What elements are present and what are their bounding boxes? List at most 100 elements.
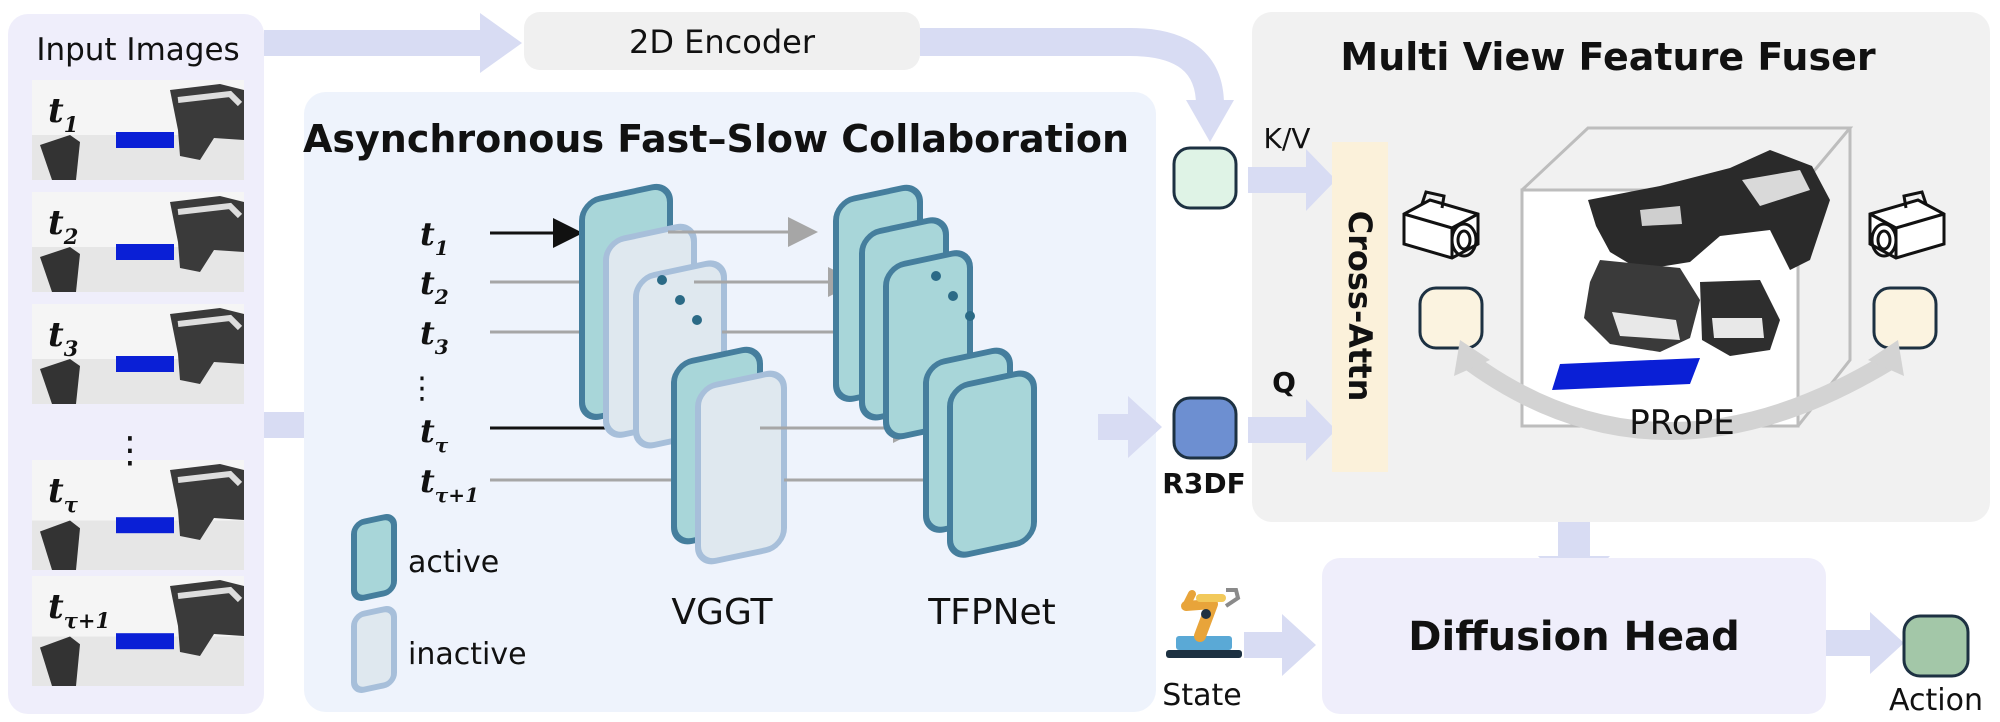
- tfpnet-dot: [965, 311, 975, 321]
- robot-arm-highlight: [177, 314, 243, 331]
- time-label-base: t: [420, 215, 435, 253]
- frame-time-label: tτ+1: [48, 587, 110, 633]
- camera-right-icon: [1868, 190, 1946, 260]
- action-token: [1902, 614, 1970, 678]
- camera-left-token: [1418, 286, 1484, 350]
- tfpnet-layer: [947, 370, 1037, 558]
- robot-arm-highlight: [177, 470, 243, 487]
- input-frame: [32, 80, 244, 180]
- frame-time-label-base: t: [48, 471, 64, 511]
- arrow-state-to-diffusion: [1244, 614, 1316, 676]
- frame-time-label-base: t: [48, 203, 64, 243]
- r3df-label: R3DF: [1162, 467, 1245, 500]
- r3df-token: [1172, 396, 1238, 460]
- time-label: tτ+1: [420, 462, 479, 507]
- frame-time-label-base: t: [48, 587, 64, 627]
- blue-mat: [116, 132, 174, 148]
- input-frame: [32, 192, 244, 292]
- tfpnet-dot: [948, 291, 958, 301]
- input-frame: [32, 304, 244, 404]
- arrow-diffusion-to-action: [1826, 612, 1904, 674]
- frame-time-label-subscript: τ: [64, 492, 79, 517]
- robot-arm: [170, 196, 244, 272]
- blue-mat: [116, 517, 174, 534]
- blue-mat: [116, 244, 174, 260]
- robot-gripper-left: [40, 359, 80, 404]
- legend-active-label: active: [408, 545, 499, 580]
- robot-arm-highlight: [177, 90, 243, 107]
- robot-arm: [170, 464, 244, 540]
- robot-gripper-left: [40, 636, 80, 686]
- encoder-label: 2D Encoder: [629, 23, 816, 61]
- frame-time-label: t3: [48, 315, 78, 361]
- robot-gripper-left: [40, 135, 80, 180]
- encoder-box: [524, 12, 920, 70]
- frame-time-label-subscript: τ+1: [64, 608, 110, 633]
- point-cloud-box: [1520, 126, 1854, 428]
- blue-mat: [116, 356, 174, 372]
- legend-active-swatch: [351, 514, 397, 601]
- robot-gripper-left: [40, 247, 80, 292]
- action-label: Action: [1889, 683, 1983, 718]
- time-label: tτ: [420, 412, 449, 457]
- frame-time-label: t1: [48, 91, 78, 137]
- time-label-base: t: [420, 412, 435, 450]
- robot-arm: [170, 580, 244, 656]
- robot-arm: [170, 84, 244, 160]
- vggt-dot: [675, 295, 685, 305]
- input-frame: [32, 576, 244, 686]
- prope-label: PRoPE: [1629, 403, 1734, 443]
- frame-time-label-base: t: [48, 91, 64, 131]
- cross-attn-block: [1332, 142, 1388, 472]
- async-panel: Asynchronous Fast–Slow Collaboration t1t…: [303, 92, 1156, 712]
- point-cloud-scene: [1552, 150, 1830, 390]
- time-labels-ellipsis: ⋮: [407, 371, 437, 406]
- time-label-subscript: 3: [435, 335, 449, 359]
- arrow-encoder-to-token: [920, 28, 1234, 142]
- tfpnet-dot: [931, 271, 941, 281]
- fuser-panel: Multi View Feature Fuser K/V Q Cross-Att…: [1248, 12, 1990, 522]
- blue-mat: [116, 633, 174, 650]
- frame-time-label: tτ: [48, 471, 79, 517]
- kv-token: [1172, 146, 1238, 210]
- robot-arm-highlight: [177, 202, 243, 219]
- tfpnet-label: TFPNet: [927, 592, 1056, 633]
- encoder-block: 2D Encoder: [524, 12, 920, 70]
- fuser-title: Multi View Feature Fuser: [1340, 35, 1875, 79]
- input-frame: [32, 460, 244, 570]
- state-label: State: [1162, 678, 1241, 713]
- time-label-base: t: [420, 314, 435, 352]
- vggt-dot: [692, 315, 702, 325]
- diffusion-head-block: Diffusion Head: [1322, 558, 1826, 714]
- frame-time-label-subscript: 1: [64, 112, 79, 137]
- legend-inactive-swatch: [351, 606, 397, 693]
- input-frames-ellipsis: ⋮: [112, 430, 148, 471]
- q-label: Q: [1272, 366, 1296, 399]
- time-label-base: t: [420, 264, 435, 302]
- frame-time-label-base: t: [48, 315, 64, 355]
- robot-arm-highlight: [177, 586, 243, 603]
- robot-gripper-left: [40, 520, 80, 570]
- vggt-label: VGGT: [671, 592, 773, 633]
- time-label-subscript: 1: [435, 236, 449, 260]
- frame-time-label-subscript: 3: [64, 336, 79, 361]
- async-panel-title: Asynchronous Fast–Slow Collaboration: [303, 117, 1129, 161]
- time-label-base: t: [420, 462, 435, 500]
- vggt-to-tfpnet-lines: [668, 217, 958, 495]
- input-images-title: Input Images: [36, 32, 239, 68]
- arrow-input-to-encoder: [264, 13, 522, 73]
- time-label: t2: [420, 264, 449, 309]
- arrow-async-to-r3df: [1098, 396, 1162, 458]
- frame-time-label: t2: [48, 203, 78, 249]
- legend: active inactive: [351, 514, 527, 693]
- time-label-subscript: τ+1: [435, 483, 479, 507]
- frame-time-label-subscript: 2: [63, 224, 79, 249]
- diffusion-head-label: Diffusion Head: [1408, 614, 1739, 660]
- time-label: t3: [420, 314, 449, 359]
- arrow-q-to-crossattn: [1248, 399, 1336, 461]
- time-label-subscript: τ: [435, 433, 449, 457]
